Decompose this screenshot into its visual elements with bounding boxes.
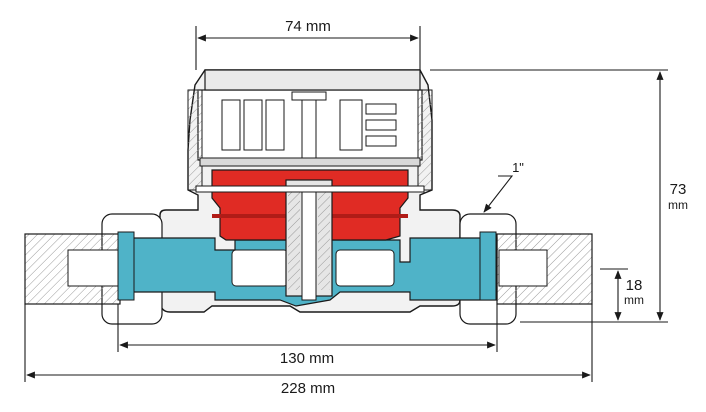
turbine-shaft-hatch-right: [318, 190, 330, 290]
register-base-plate: [199, 157, 421, 167]
total-height-value-label: 73: [670, 181, 687, 198]
register-left-hatch: [187, 89, 203, 191]
left-tailpiece-bore: [67, 249, 119, 287]
turbine-shaft-core: [301, 185, 317, 301]
left-gasket: [117, 231, 135, 301]
right-gasket: [479, 231, 497, 301]
thread-size-label: 1": [512, 160, 524, 175]
inlet-cavity: [231, 249, 289, 287]
dimension-lines: [24, 26, 668, 382]
top-width-label: 74 mm: [285, 18, 331, 35]
total-length-label: 228 mm: [281, 380, 335, 397]
dimension-labels: 74 mm 73 mm 1" 18 mm 130 mm 228 mm: [280, 18, 688, 397]
axis-height-value-label: 18: [626, 277, 643, 294]
register-right-hatch: [417, 89, 433, 191]
register-gears: [221, 91, 397, 161]
register-cover: [204, 69, 421, 91]
right-tailpiece-bore: [498, 249, 548, 287]
body-length-label: 130 mm: [280, 350, 334, 367]
meter-body: [24, 69, 593, 325]
total-height-unit-label: mm: [668, 198, 688, 212]
outlet-cavity: [335, 249, 395, 287]
thread-leader: [483, 175, 514, 213]
axis-height-unit-label: mm: [624, 293, 644, 307]
turbine-shaft-hatch: [288, 190, 300, 290]
seal-ring: [195, 185, 425, 193]
